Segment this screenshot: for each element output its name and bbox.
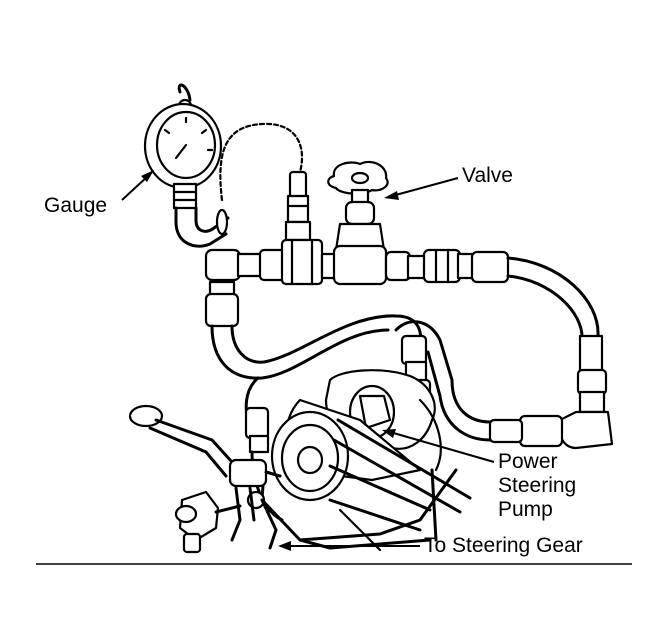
gauge-label: Gauge [44, 194, 108, 217]
linkage [128, 404, 282, 554]
leader-valve [384, 177, 459, 200]
leader-pump [382, 429, 495, 463]
right-fitting [558, 334, 614, 450]
tee-stem [284, 170, 312, 242]
gauge-drawing [143, 83, 230, 248]
pump-label-line1: Power [498, 450, 558, 473]
steering-gear-label: To Steering Gear [424, 534, 583, 557]
pump-drawing [270, 369, 472, 514]
pump-return-line [394, 320, 564, 448]
leader-gauge [121, 170, 154, 201]
valve-label: Valve [462, 164, 513, 187]
manifold-line [204, 238, 510, 286]
valve-drawing [327, 160, 389, 252]
leader-steering-gear [278, 541, 420, 551]
pump-label-line2: Steering [498, 474, 577, 497]
pump-label-line3: Pump [498, 498, 553, 521]
